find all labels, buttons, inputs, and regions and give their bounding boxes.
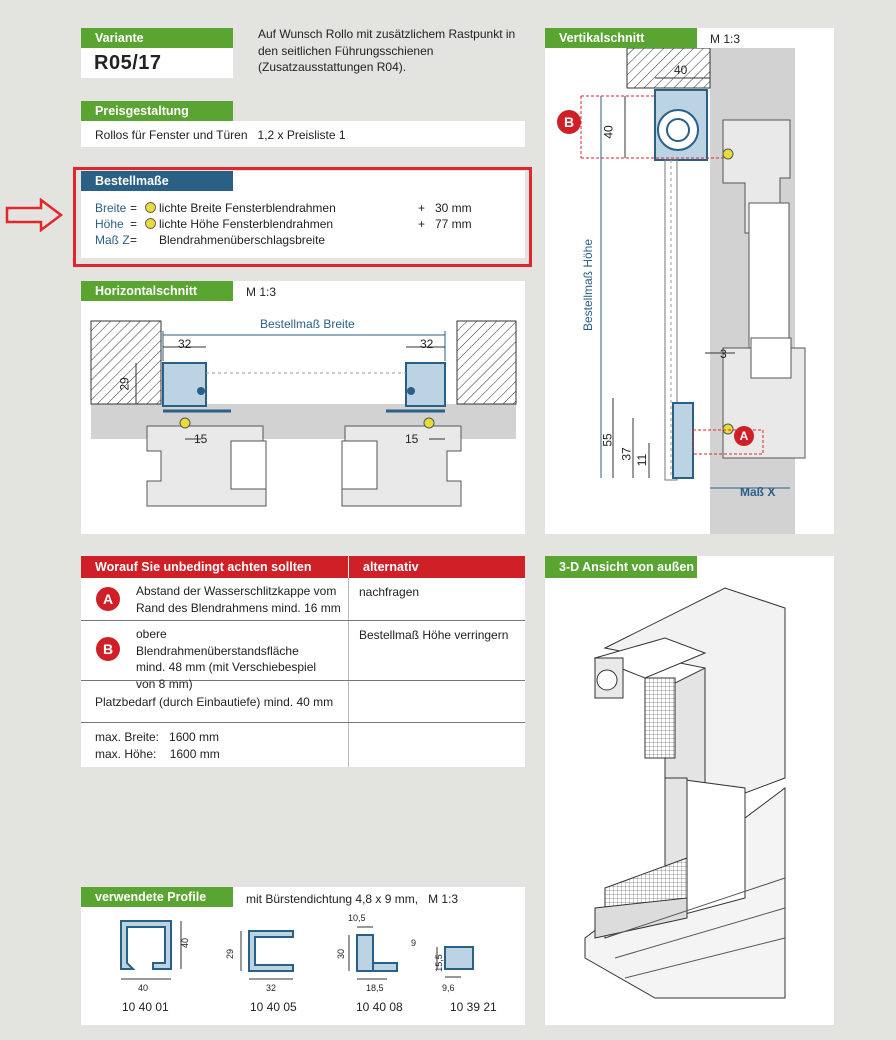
vertical-scale: M 1:3: [710, 32, 741, 46]
profile-dim: 30: [336, 948, 347, 960]
marker-a-icon: A: [96, 587, 120, 611]
notes-row-divider: [81, 620, 525, 621]
profile-dim: 40: [180, 937, 191, 949]
profile-dim: 32: [266, 983, 277, 993]
notes-row-divider: [81, 680, 525, 681]
horizontal-width-label: Bestellmaß Breite: [260, 317, 355, 331]
horizontal-header: Horizontalschnitt: [81, 281, 233, 301]
horizontal-dim-29: 29: [117, 377, 132, 391]
note-text-max: max. Breite: 1600 mm max. Höhe: 1600 mm: [95, 730, 220, 761]
horizontal-dim-15-left: 15: [194, 432, 208, 446]
vertical-header: Vertikalschnitt: [545, 28, 697, 48]
profile-dim: 29: [225, 948, 236, 960]
horizontal-dim-32-left: 32: [178, 337, 192, 351]
vertical-height-label: Bestellmaß Höhe: [581, 238, 596, 332]
profile-dim: 18,5: [366, 983, 384, 993]
order-highlight-frame: [73, 167, 532, 267]
order-desc-text: lichte Breite Fensterblendrahmen: [159, 201, 336, 215]
order-term-hoehe: Höhe: [95, 217, 124, 231]
horizontal-section-drawing: [90, 320, 517, 507]
profile-dim: 9: [411, 938, 417, 948]
vertical-dim-40-top: 40: [674, 63, 688, 77]
profile-code: 10 40 08: [356, 1000, 403, 1014]
note-text-a: Abstand der Wasserschlitzkappe vom Rand …: [136, 584, 341, 615]
vertical-dim-11: 11: [635, 453, 650, 467]
profile-dim: 15,5: [433, 954, 444, 972]
order-desc-text: lichte Höhe Fensterblendrahmen: [159, 217, 334, 231]
order-eq: =: [130, 201, 138, 215]
vertical-dim-40-side: 40: [601, 125, 616, 139]
view3d-header: 3-D Ansicht von außen: [545, 556, 697, 578]
order-desc-masz: Blendrahmenüberschlagsbreite: [159, 233, 326, 247]
horizontal-dim-15-right: 15: [405, 432, 419, 446]
order-desc-breite: lichte Breite Fensterblendrahmen: [145, 200, 336, 216]
variant-code-box: R05/17: [81, 48, 233, 78]
profile-dim: 9,6: [442, 983, 455, 993]
order-eq: =: [130, 217, 138, 231]
view3d-drawing: [584, 587, 786, 999]
marker-dot-icon: [145, 202, 156, 213]
variant-code: R05/17: [94, 52, 162, 74]
price-text: Rollos für Fenster und Türen 1,2 x Preis…: [95, 128, 346, 142]
variant-header: Variante: [81, 28, 233, 48]
profiles-header: verwendete Profile: [81, 887, 233, 907]
marker-a-icon: A: [734, 426, 754, 446]
vertical-mass-x: Maß X: [740, 485, 776, 499]
note-alt-b: Bestellmaß Höhe verringern: [359, 628, 509, 642]
note-text-depth: Platzbedarf (durch Einbautiefe) mind. 40…: [95, 695, 334, 709]
marker-b-icon: B: [96, 637, 120, 661]
variant-note: Auf Wunsch Rollo mit zusätzlichem Rastpu…: [258, 27, 516, 74]
profile-drawings: [120, 920, 474, 980]
order-value-breite: 30 mm: [435, 201, 472, 215]
order-eq: =: [130, 233, 138, 247]
order-header: Bestellmaße: [81, 171, 233, 191]
vertical-dim-3: 3: [720, 347, 727, 361]
note-text-b: obere Blendrahmenüberstandsfläche mind. …: [136, 627, 317, 691]
arrow-right-icon: [5, 198, 64, 232]
profile-code: 10 39 21: [450, 1000, 497, 1014]
profile-code: 10 40 01: [122, 1000, 169, 1014]
notes-header: Worauf Sie unbedingt achten sollten: [81, 556, 348, 578]
marker-b-icon: B: [557, 110, 581, 134]
marker-dot-icon: [145, 218, 156, 229]
price-panel: Rollos für Fenster und Türen 1,2 x Preis…: [81, 121, 525, 147]
notes-table: [81, 556, 525, 767]
order-value-hoehe: 77 mm: [435, 217, 472, 231]
order-desc-hoehe: lichte Höhe Fensterblendrahmen: [145, 216, 333, 232]
note-alt-a: nachfragen: [359, 585, 420, 599]
order-term-masz: Maß Z: [95, 233, 130, 247]
order-term-breite: Breite: [95, 201, 127, 215]
profiles-note: mit Bürstendichtung 4,8 x 9 mm, M 1:3: [246, 892, 459, 906]
horizontal-dim-32-right: 32: [420, 337, 434, 351]
order-plus: +: [418, 201, 426, 215]
vertical-dim-37: 37: [619, 447, 634, 461]
profile-dim: 10,5: [348, 913, 366, 923]
notes-column-divider: [348, 578, 349, 767]
notes-header-alt: alternativ: [349, 556, 525, 578]
vertical-dim-55: 55: [600, 433, 615, 447]
vertical-section-drawing: [580, 48, 806, 534]
order-plus: +: [418, 217, 426, 231]
profile-dim: 40: [138, 983, 149, 993]
price-header: Preisgestaltung: [81, 101, 233, 121]
horizontal-scale: M 1:3: [246, 285, 277, 299]
notes-row-divider: [81, 722, 525, 723]
profile-code: 10 40 05: [250, 1000, 297, 1014]
